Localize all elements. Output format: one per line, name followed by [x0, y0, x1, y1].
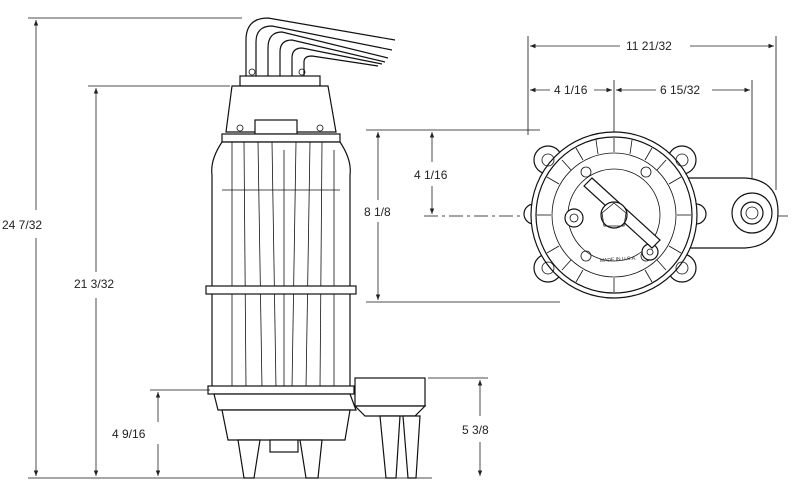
dimension-overall-height: 24 7/32: [2, 17, 432, 479]
right-width-label: 6 15/32: [660, 83, 700, 97]
dimension-right-width: 6 15/32: [616, 83, 750, 97]
housing-height-label: 8 1/8: [364, 205, 391, 219]
power-cords: [239, 17, 396, 87]
motor-height-label: 21 3/32: [74, 277, 114, 291]
dimension-discharge-height: 5 3/8: [428, 377, 489, 476]
pump-side-view: [205, 17, 427, 479]
nameplate-text: MADE IN U.S.A.: [600, 255, 637, 264]
radial-fins: [537, 138, 691, 292]
dimension-left-width: 4 1/16: [530, 80, 753, 190]
dimension-overall-width: 11 21/32: [527, 36, 777, 190]
dimension-motor-height: 21 3/32: [74, 85, 230, 476]
overall-height-label: 24 7/32: [2, 218, 42, 232]
overall-width-label: 11 21/32: [626, 39, 672, 53]
pump-top-view: MADE IN U.S.A.: [523, 131, 779, 299]
dimension-housing-height: 8 1/8: [364, 129, 560, 303]
left-width-label: 4 1/16: [554, 83, 588, 97]
center-height-label: 4 1/16: [414, 168, 448, 182]
base-height-label: 4 9/16: [112, 427, 146, 441]
discharge-height-label: 5 3/8: [462, 423, 489, 437]
cord-port-icon: [564, 208, 584, 228]
top-housing: MADE IN U.S.A.: [523, 131, 707, 299]
motor-cap: [225, 85, 337, 135]
volute-base: [213, 377, 427, 479]
motor-housing: [205, 133, 357, 395]
dimension-base-height: 4 9/16: [112, 389, 210, 476]
